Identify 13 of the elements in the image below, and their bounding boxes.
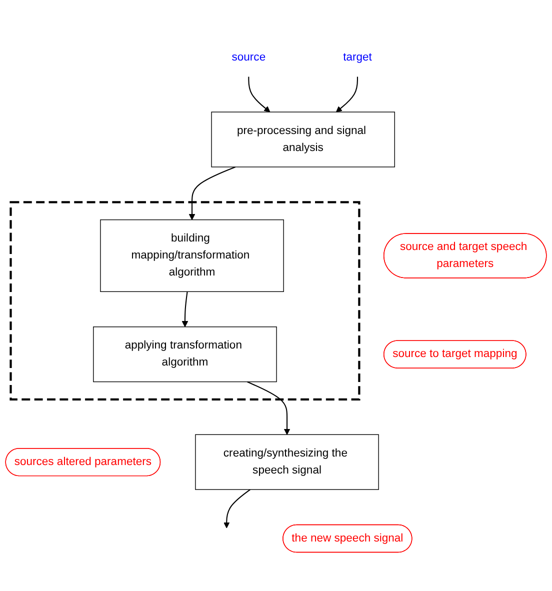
- arrow: [182, 292, 188, 328]
- node-box: creating/synthesizing the speech signal: [195, 434, 379, 490]
- node-text: source: [232, 51, 266, 64]
- arrow: [188, 166, 236, 220]
- arrow: [224, 489, 251, 528]
- cluster: [10, 201, 360, 400]
- node-box: pre-processing and signal analysis: [211, 112, 395, 168]
- arrow: [336, 76, 358, 112]
- arrow: [248, 76, 270, 112]
- node-text: target: [343, 51, 372, 64]
- node-box: building mapping/transformation algorithm: [100, 219, 284, 292]
- node-box: applying transformation algorithm: [93, 326, 277, 382]
- arrow: [246, 381, 290, 435]
